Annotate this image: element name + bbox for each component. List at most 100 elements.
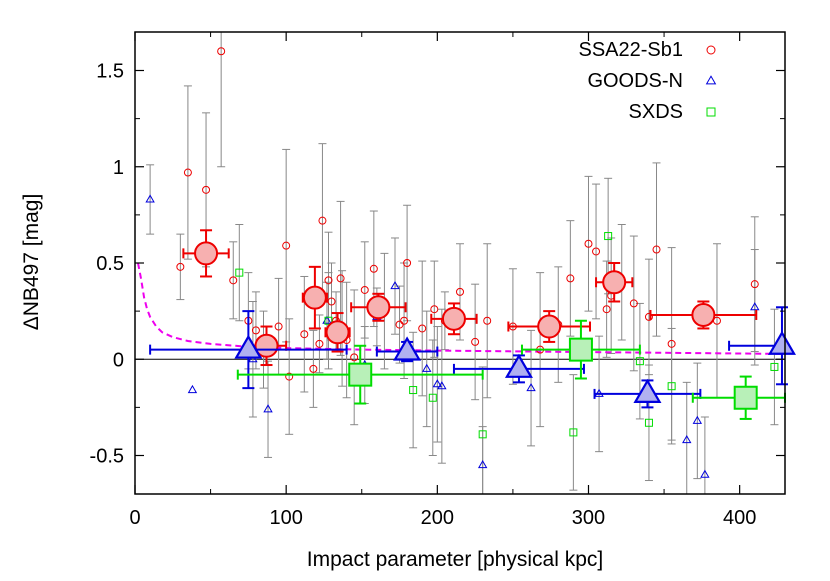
data-point-ssa22-18 bbox=[336, 274, 345, 283]
data-point-goods-0 bbox=[145, 194, 155, 203]
data-point-goods-17 bbox=[700, 469, 710, 478]
data-point-ssa22-12 bbox=[309, 364, 318, 373]
data-point-ssa22-14 bbox=[318, 216, 327, 225]
binned-marker-sxds-1 bbox=[568, 337, 593, 362]
data-point-goods-12 bbox=[477, 460, 488, 469]
data-point-ssa22-31 bbox=[471, 337, 480, 346]
legend-label-goods: GOODS-N bbox=[587, 70, 683, 92]
binned-marker-ssa22-8 bbox=[691, 302, 716, 327]
binned-marker-ssa22-1 bbox=[254, 333, 279, 358]
binned-marker-goods-2 bbox=[504, 353, 533, 378]
binned-marker-sxds-2 bbox=[733, 385, 758, 410]
x-tick-label-0: 0 bbox=[129, 507, 140, 529]
data-point-ssa22-38 bbox=[592, 247, 601, 256]
data-point-ssa22-1 bbox=[183, 168, 192, 177]
data-point-sxds-3 bbox=[428, 393, 437, 402]
data-point-ssa22-4 bbox=[229, 276, 238, 285]
data-point-sxds-10 bbox=[770, 362, 779, 371]
binned-marker-ssa22-2 bbox=[302, 285, 327, 310]
y-tick-label-4: 1.5 bbox=[96, 61, 124, 83]
x-tick-label-3: 300 bbox=[572, 507, 605, 529]
data-point-ssa22-15 bbox=[324, 276, 333, 285]
data-point-goods-10 bbox=[432, 379, 443, 388]
data-point-goods-9 bbox=[422, 363, 432, 372]
data-point-sxds-8 bbox=[644, 418, 653, 427]
data-point-goods-16 bbox=[692, 415, 703, 424]
plot-area bbox=[135, 31, 796, 495]
data-point-ssa22-27 bbox=[418, 324, 427, 333]
binned-marker-ssa22-6 bbox=[537, 314, 562, 339]
data-point-goods-8 bbox=[390, 280, 400, 290]
data-point-ssa22-13 bbox=[315, 339, 324, 348]
data-point-ssa22-25 bbox=[400, 316, 409, 325]
binned-marker-ssa22-0 bbox=[194, 241, 219, 266]
data-point-ssa22-2 bbox=[202, 185, 211, 194]
data-point-ssa22-39 bbox=[602, 305, 611, 314]
data-point-ssa22-8 bbox=[274, 322, 283, 331]
data-point-goods-18 bbox=[750, 302, 760, 311]
x-tick-label-2: 200 bbox=[421, 507, 454, 529]
data-point-ssa22-42 bbox=[629, 299, 638, 308]
binned-marker-goods-1 bbox=[393, 336, 422, 361]
legend: SSA22-Sb1 GOODS-N SXDS bbox=[578, 39, 717, 123]
legend-marker-ssa22 bbox=[706, 45, 716, 55]
data-point-sxds-0 bbox=[235, 268, 244, 277]
data-point-ssa22-3 bbox=[217, 47, 226, 56]
data-point-goods-1 bbox=[187, 384, 198, 394]
data-point-ssa22-28 bbox=[430, 305, 439, 314]
data-point-sxds-6 bbox=[604, 232, 613, 241]
model-curve bbox=[137, 262, 786, 355]
data-point-sxds-2 bbox=[409, 386, 418, 395]
y-tick-label-2: 0.5 bbox=[96, 253, 124, 275]
data-point-ssa22-32 bbox=[483, 316, 492, 325]
binned-marker-sxds-0 bbox=[348, 362, 373, 387]
data-point-sxds-9 bbox=[667, 382, 676, 391]
x-tick-label-1: 100 bbox=[269, 507, 302, 529]
binned-marker-ssa22-7 bbox=[602, 270, 627, 295]
x-axis-label: Impact parameter [physical kpc] bbox=[307, 548, 603, 571]
data-point-ssa22-9 bbox=[282, 241, 291, 250]
data-point-ssa22-11 bbox=[300, 330, 309, 339]
data-point-ssa22-16 bbox=[327, 297, 336, 306]
axes: 0 100 200 300 400 -0.5 0 0.5 1 1.5 bbox=[90, 31, 786, 529]
data-point-ssa22-43 bbox=[644, 312, 653, 321]
legend-marker-goods bbox=[705, 75, 717, 85]
data-point-sxds-5 bbox=[569, 428, 578, 437]
binned-marker-goods-3 bbox=[633, 378, 662, 403]
data-point-sxds-7 bbox=[635, 357, 644, 366]
data-point-ssa22-26 bbox=[403, 259, 412, 267]
binned-marker-goods-0 bbox=[234, 334, 263, 359]
data-point-ssa22-10 bbox=[285, 372, 294, 381]
binned-marker-ssa22-5 bbox=[441, 306, 466, 331]
binned-marker-ssa22-4 bbox=[366, 295, 391, 320]
data-point-sxds-4 bbox=[478, 430, 487, 439]
y-axis-label: ΔNB497 [mag] bbox=[20, 194, 43, 331]
y-tick-label-1: 0 bbox=[113, 349, 124, 371]
data-point-ssa22-45 bbox=[667, 339, 676, 348]
legend-marker-sxds bbox=[706, 107, 716, 117]
data-point-goods-11 bbox=[437, 381, 447, 390]
data-point-ssa22-20 bbox=[350, 353, 359, 362]
y-tick-label-0: -0.5 bbox=[90, 446, 124, 468]
data-point-goods-3 bbox=[263, 404, 273, 413]
binned-marker-ssa22-3 bbox=[325, 320, 350, 345]
legend-label-ssa22: SSA22-Sb1 bbox=[578, 39, 683, 61]
data-point-goods-13 bbox=[526, 383, 536, 392]
binned-marker-goods-4 bbox=[767, 330, 796, 355]
legend-label-sxds: SXDS bbox=[629, 101, 683, 123]
data-point-ssa22-0 bbox=[176, 262, 185, 271]
data-point-ssa22-47 bbox=[750, 280, 759, 289]
data-point-ssa22-36 bbox=[566, 274, 575, 283]
data-point-ssa22-44 bbox=[652, 245, 661, 254]
data-point-ssa22-30 bbox=[456, 287, 464, 296]
x-tick-label-4: 400 bbox=[723, 507, 756, 529]
y-tick-label-3: 1 bbox=[113, 157, 124, 179]
data-point-sxds-1 bbox=[324, 316, 333, 325]
data-point-goods-15 bbox=[682, 434, 692, 444]
data-point-ssa22-37 bbox=[584, 239, 593, 248]
data-point-ssa22-22 bbox=[369, 264, 378, 273]
data-point-ssa22-21 bbox=[360, 285, 369, 294]
data-point-ssa22-6 bbox=[251, 326, 260, 335]
